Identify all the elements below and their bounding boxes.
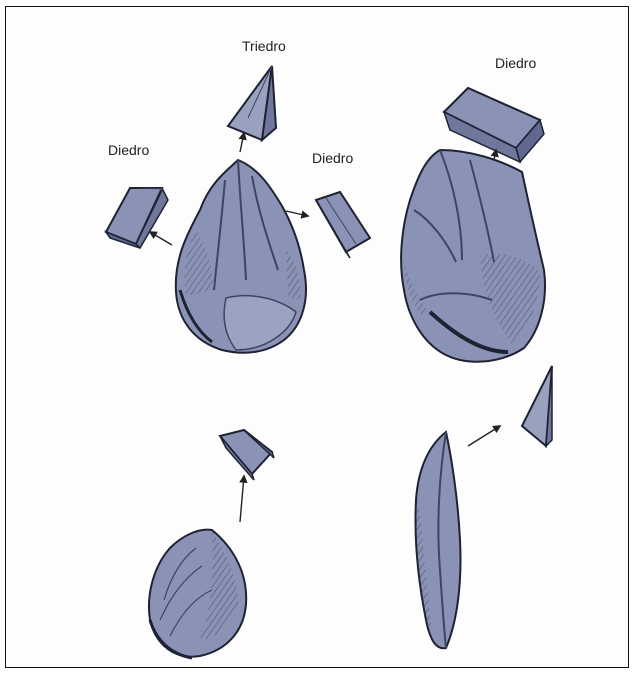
handaxe-biface (176, 160, 306, 353)
arrow-bottom-left (240, 476, 244, 522)
blade-point (415, 432, 460, 648)
label-diedro-right: Diedro (495, 55, 536, 71)
arrow-up (240, 133, 244, 152)
diedro-bottom-right-shape (522, 366, 552, 446)
triedro-shape (228, 66, 276, 140)
label-diedro-left: Diedro (108, 142, 149, 158)
diedro-left-shape (106, 188, 168, 248)
diedro-center-shape (316, 192, 370, 258)
arrow-left (150, 232, 172, 245)
diedro-bottom-left-shape (220, 430, 274, 480)
scraper-tool (401, 150, 545, 362)
label-triedro: Triedro (242, 38, 286, 54)
arrow-bottom-right (468, 426, 500, 446)
side-scraper (149, 530, 246, 658)
arrow-small-up (494, 150, 496, 160)
label-diedro-center: Diedro (312, 150, 353, 166)
arrow-right (286, 211, 308, 216)
